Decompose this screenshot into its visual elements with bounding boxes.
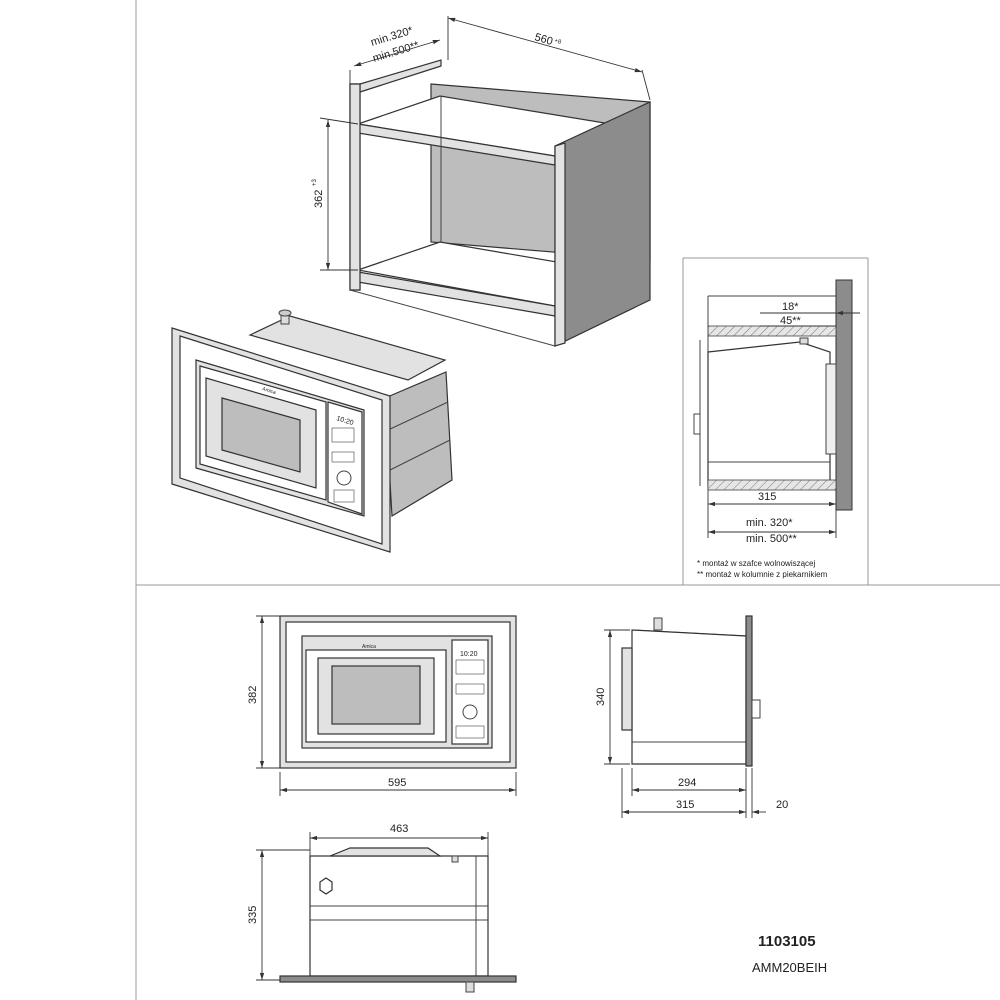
brand-label-front: Amica (362, 644, 376, 650)
dim-45: 45** (780, 315, 802, 327)
microwave-perspective: Amica 10:20 (171, 309, 453, 553)
display-perspective: 10:20 (335, 415, 354, 427)
side-installation-detail (693, 279, 860, 538)
footnote-2: ** montaż w kolumnie z piekarnikiem (697, 570, 828, 579)
top-width-label: 463 (390, 823, 408, 835)
cabinet-width-label: 560 (533, 31, 554, 48)
footnote-1: * montaż w szafce wolnowiszącej (697, 559, 815, 568)
side-height-label: 340 (595, 688, 607, 706)
top-height-label: 335 (247, 906, 259, 924)
product-model: AMM20BEIH (752, 960, 827, 975)
product-code: 1103105 (758, 933, 816, 950)
dim-min320: min. 320* (746, 517, 793, 529)
side-view-dims: 340 294 315 20 (595, 629, 788, 818)
cabinet-dimension-lines (319, 16, 651, 271)
brand-label-perspective: Amica (261, 386, 276, 396)
side-view (621, 615, 761, 767)
dim-315-side: 315 (758, 491, 776, 503)
top-view-dims: 463 335 (247, 823, 489, 981)
front-view-dims: 382 595 (247, 615, 517, 796)
wall-section (835, 279, 853, 511)
knob-side (653, 617, 663, 631)
dial-perspective (336, 470, 352, 486)
side-frame-label: 20 (776, 799, 788, 811)
cabinet-isometric (349, 59, 651, 347)
top-view (279, 847, 517, 993)
dial-front (462, 704, 478, 720)
dim-18: 18* (782, 301, 799, 313)
cabinet-height-label: 362 (313, 190, 325, 208)
side-depth-body-label: 294 (678, 777, 696, 789)
front-view: Amica 10:20 (279, 615, 517, 769)
cabinet-width-tolerance: +8 (553, 38, 562, 46)
product-info: 1103105 AMM20BEIH (752, 933, 827, 975)
front-height-label: 382 (247, 686, 259, 704)
dim-min500: min. 500** (746, 533, 797, 545)
side-installation-labels: 18* 45** 315 min. 320* min. 500** * mont… (697, 301, 828, 579)
cabinet-height-tolerance: +3 (312, 178, 318, 186)
front-width-label: 595 (388, 777, 406, 789)
side-depth-total-label: 315 (676, 799, 694, 811)
display-front: 10:20 (460, 651, 478, 658)
page-frame (135, 0, 1000, 1000)
